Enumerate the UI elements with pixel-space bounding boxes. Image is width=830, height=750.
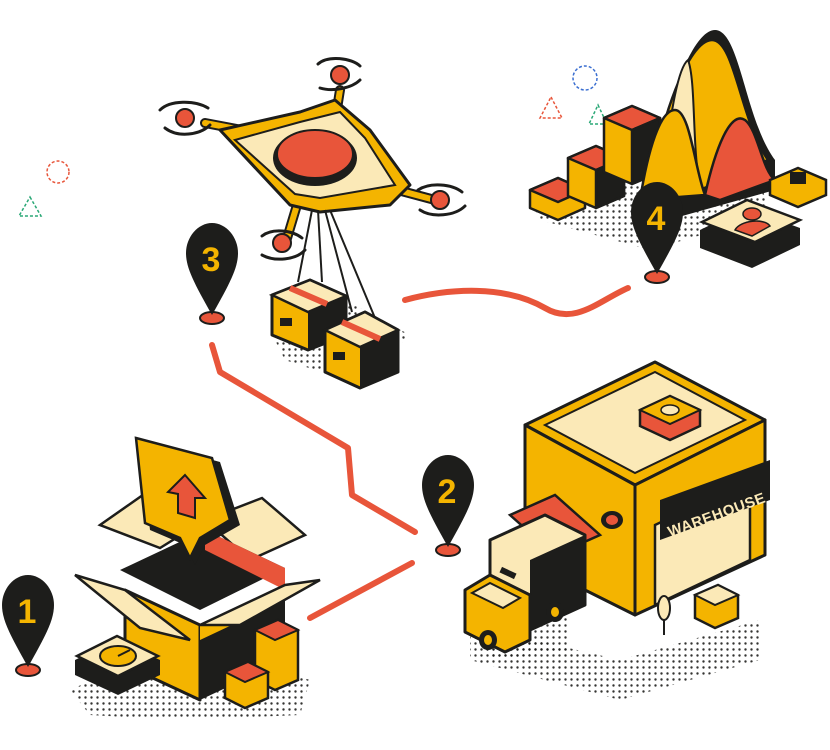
map-pin-4: 4 — [631, 182, 683, 284]
map-pin-1: 1 — [2, 575, 54, 677]
route-segment-3-4 — [402, 285, 631, 318]
decorative-shapes — [17, 65, 609, 217]
delivery-route — [209, 285, 631, 621]
drone-icon — [158, 57, 467, 385]
route-segment-2-3 — [209, 342, 418, 535]
step-number-4: 4 — [647, 200, 666, 238]
map-pin-icon — [631, 182, 683, 274]
triangle-decor-icon — [538, 95, 564, 119]
triangle-decor-icon — [17, 195, 43, 217]
circle-decor-icon — [572, 65, 598, 91]
user-card-icon — [698, 198, 804, 268]
map-pin-icon — [186, 223, 238, 315]
step-number-2: 2 — [438, 473, 457, 511]
map-pin-icon — [2, 575, 54, 667]
warehouse-icon: WAREHOUSE — [470, 360, 770, 700]
circle-decor-icon — [46, 160, 70, 184]
map-pin-2: 2 — [422, 455, 474, 557]
triangle-decor-icon — [587, 103, 609, 125]
step-number-3: 3 — [202, 241, 221, 279]
package-icon — [322, 310, 401, 390]
open-box-icon — [70, 436, 321, 720]
map-pin-icon — [422, 455, 474, 547]
upload-arrow-icon — [165, 473, 208, 520]
delivery-truck-icon — [463, 513, 587, 660]
route-segment-1-2 — [307, 560, 415, 621]
step-number-1: 1 — [18, 593, 37, 631]
map-pin-3: 3 — [186, 223, 238, 325]
